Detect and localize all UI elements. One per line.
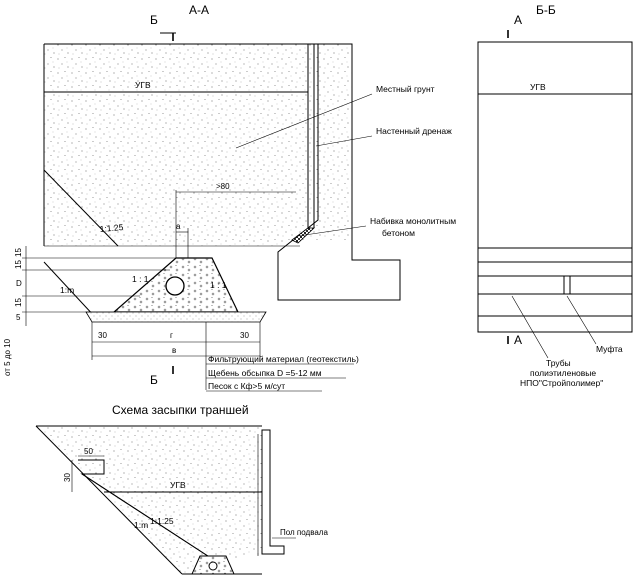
bb-sand-bottom (477, 315, 633, 333)
bb-sand-top (477, 247, 633, 263)
monolith-leader (297, 225, 367, 237)
sand-base-layer (85, 311, 267, 323)
scheme-dim-50: 50 (84, 447, 93, 456)
dim-15-3: 15 (14, 298, 23, 307)
slope-m-label: 1:m (60, 285, 74, 295)
scheme-soil-fill (36, 426, 262, 574)
dim-a-label: а (176, 222, 181, 231)
section-bb: Б-Б А УГВ Муфта Трубы полиэтиленовые НПО… (477, 3, 633, 388)
monolith-callout-1: Набивка монолитным (370, 216, 456, 226)
drain-pipe (165, 276, 185, 296)
scheme-slope-m-line (35, 425, 183, 575)
dim-5-10: от 5 до 10 (3, 338, 12, 376)
cut-mark-top: Б (150, 13, 158, 27)
bb-pipes-leader (511, 295, 549, 359)
scheme-wall (261, 429, 285, 555)
dim-15-2: 15 (14, 260, 23, 269)
scheme-slope-125-line (81, 473, 215, 561)
bb-pipe-layer (477, 275, 633, 295)
scheme-ugv-label: УГВ (170, 480, 186, 490)
wall-drain-callout: Настенный дренаж (376, 126, 452, 136)
section-aa-title: А-А (189, 3, 209, 17)
local-soil-leader (235, 93, 373, 149)
bb-soil-body (477, 41, 633, 249)
slope-11-left-label: 1 : 1 (132, 274, 149, 284)
scheme-slope-125-label: 1:1.25 (150, 516, 174, 526)
dim-v-label: в (172, 346, 176, 355)
dim-15-1: 15 (14, 248, 23, 257)
local-soil-fill (44, 44, 352, 246)
bb-gravel-layer (477, 261, 633, 277)
bb-pipes-label-2: полиэтиленовые (530, 368, 596, 378)
sand-callout: Песок с Кф>5 м/сут (208, 381, 285, 391)
slope-11-right-label: 1 : 1 (210, 280, 227, 290)
bb-coupling-leader (566, 295, 597, 345)
local-soil-callout: Местный грунт (376, 84, 435, 94)
dim-5: 5 (16, 313, 21, 322)
scheme-floor-label: Пол подвала (280, 528, 328, 537)
dim-D: D (16, 279, 22, 288)
section-aa: А-А Б УГВ 1:1.25 1:m 1 : 1 1 : 1 а (3, 3, 456, 392)
slope-125-label: 1:1.25 (99, 222, 124, 234)
bb-gravel-bottom (477, 293, 633, 317)
dim-g-label: г (170, 331, 173, 340)
scheme-title: Схема засыпки траншей (112, 403, 249, 417)
bb-cut-mark-bottom: А (514, 333, 522, 347)
bb-ugv-label: УГВ (530, 82, 546, 92)
monolith-callout-2: бетоном (382, 228, 415, 238)
bb-pipes-label-1: Трубы (546, 358, 571, 368)
slope-m-line (43, 261, 97, 319)
slope-125-line (43, 169, 119, 247)
cut-mark-bottom: Б (150, 373, 158, 387)
bb-cut-mark-top: А (514, 13, 522, 27)
bb-coupling-label: Муфта (596, 344, 623, 354)
dim-80-label: >80 (216, 182, 230, 191)
scheme-dim-30: 30 (63, 473, 72, 482)
scheme-drain-pipe (208, 561, 218, 571)
dim-30-left: 30 (98, 331, 107, 340)
backfill-scheme: Схема засыпки траншей 1:m 1:1.25 УГВ 50 … (35, 403, 328, 575)
section-bb-title: Б-Б (536, 3, 556, 17)
filter-callout: Фильтрующий материал (геотекстиль) (208, 354, 359, 364)
dim-30-right: 30 (240, 331, 249, 340)
bb-pipes-label-3: НПО"Стройполимер" (520, 378, 603, 388)
ugv-label: УГВ (135, 80, 151, 90)
wall-drain-leader (315, 135, 373, 147)
scheme-slope-m-label: 1:m (134, 520, 148, 530)
gravel-callout: Щебень обсыпка D =5-12 мм (208, 368, 322, 378)
